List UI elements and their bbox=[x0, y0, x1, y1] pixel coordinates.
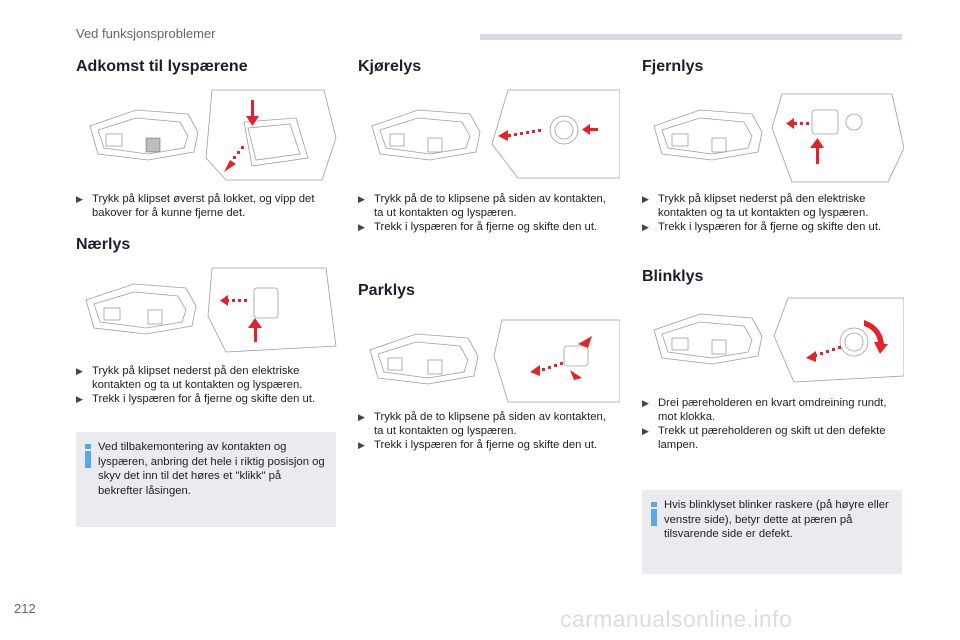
section-title-blinklys: Blinklys bbox=[642, 268, 704, 285]
bullet-item: ▶Trekk i lyspæren for å fjerne og skifte… bbox=[76, 393, 316, 405]
parking-light-illustration bbox=[369, 319, 620, 403]
info-icon bbox=[84, 444, 92, 468]
bullet-marker-icon: ▶ bbox=[358, 412, 365, 422]
bullet-marker-icon: ▶ bbox=[642, 222, 649, 232]
daytime-running-light-illustration bbox=[371, 89, 620, 179]
info-note-blinklys: Hvis blinklyset blinker raskere (på høyr… bbox=[642, 490, 902, 574]
bullet-marker-icon: ▶ bbox=[76, 366, 83, 376]
bullet-list-fjernlys: ▶Trykk på klipset nederst på den elektri… bbox=[642, 192, 900, 234]
page-number: 212 bbox=[14, 601, 36, 616]
note-text: Hvis blinklyset blinker raskere (på høyr… bbox=[664, 499, 889, 540]
section-title-adkomst: Adkomst til lyspærene bbox=[76, 58, 248, 75]
bullet-item: ▶Trykk på de to klipsene på siden av kon… bbox=[358, 193, 606, 219]
bullet-item: ▶Trekk i lyspæren for å fjerne og skifte… bbox=[358, 439, 598, 451]
bullet-item: ▶Trykk på klipset øverst på lokket, og v… bbox=[76, 193, 315, 219]
bullet-item: ▶Trykk på klipset nederst på den elektri… bbox=[76, 365, 303, 391]
bullet-list-adkomst: ▶Trykk på klipset øverst på lokket, og v… bbox=[76, 192, 334, 220]
turn-signal-illustration bbox=[653, 297, 904, 383]
bullet-item: ▶Drei pæreholderen en kvart omdreining r… bbox=[642, 397, 887, 423]
bullet-marker-icon: ▶ bbox=[642, 426, 649, 436]
info-note-naerlys: Ved tilbakemontering av kontakten og lys… bbox=[76, 432, 336, 527]
bullet-marker-icon: ▶ bbox=[642, 194, 649, 204]
header-bar bbox=[480, 34, 902, 40]
headlamp-cover-illustration bbox=[89, 89, 337, 181]
section-title-parklys: Parklys bbox=[358, 282, 415, 299]
bullet-item: ▶Trekk ut pæreholderen og skift ut den d… bbox=[642, 425, 886, 451]
section-title-fjernlys: Fjernlys bbox=[642, 58, 704, 75]
low-beam-illustration bbox=[85, 267, 337, 353]
bullet-item: ▶Trekk i lyspæren for å fjerne og skifte… bbox=[358, 221, 598, 233]
bullet-marker-icon: ▶ bbox=[358, 194, 365, 204]
section-title-naerlys: Nærlys bbox=[76, 236, 131, 253]
bullet-marker-icon: ▶ bbox=[76, 394, 83, 404]
bullet-list-kjorelys: ▶Trykk på de to klipsene på siden av kon… bbox=[358, 192, 616, 234]
note-text: Ved tilbakemontering av kontakten og lys… bbox=[98, 441, 325, 497]
bullet-list-parklys: ▶Trykk på de to klipsene på siden av kon… bbox=[358, 410, 616, 452]
bullet-item: ▶Trekk i lyspæren for å fjerne og skifte… bbox=[642, 221, 882, 233]
bullet-marker-icon: ▶ bbox=[358, 440, 365, 450]
high-beam-illustration bbox=[653, 93, 904, 183]
bullet-marker-icon: ▶ bbox=[358, 222, 365, 232]
bullet-marker-icon: ▶ bbox=[76, 194, 83, 204]
bullet-item: ▶Trykk på klipset nederst på den elektri… bbox=[642, 193, 869, 219]
bullet-marker-icon: ▶ bbox=[642, 398, 649, 408]
bullet-list-blinklys: ▶Drei pæreholderen en kvart omdreining r… bbox=[642, 396, 900, 452]
bullet-list-naerlys: ▶Trykk på klipset nederst på den elektri… bbox=[76, 364, 334, 406]
page-header-title: Ved funksjonsproblemer bbox=[76, 26, 216, 41]
section-title-kjorelys: Kjørelys bbox=[358, 58, 422, 75]
bullet-item: ▶Trykk på de to klipsene på siden av kon… bbox=[358, 411, 606, 437]
info-icon bbox=[650, 502, 658, 526]
watermark: carmanualsonline.info bbox=[560, 606, 793, 632]
